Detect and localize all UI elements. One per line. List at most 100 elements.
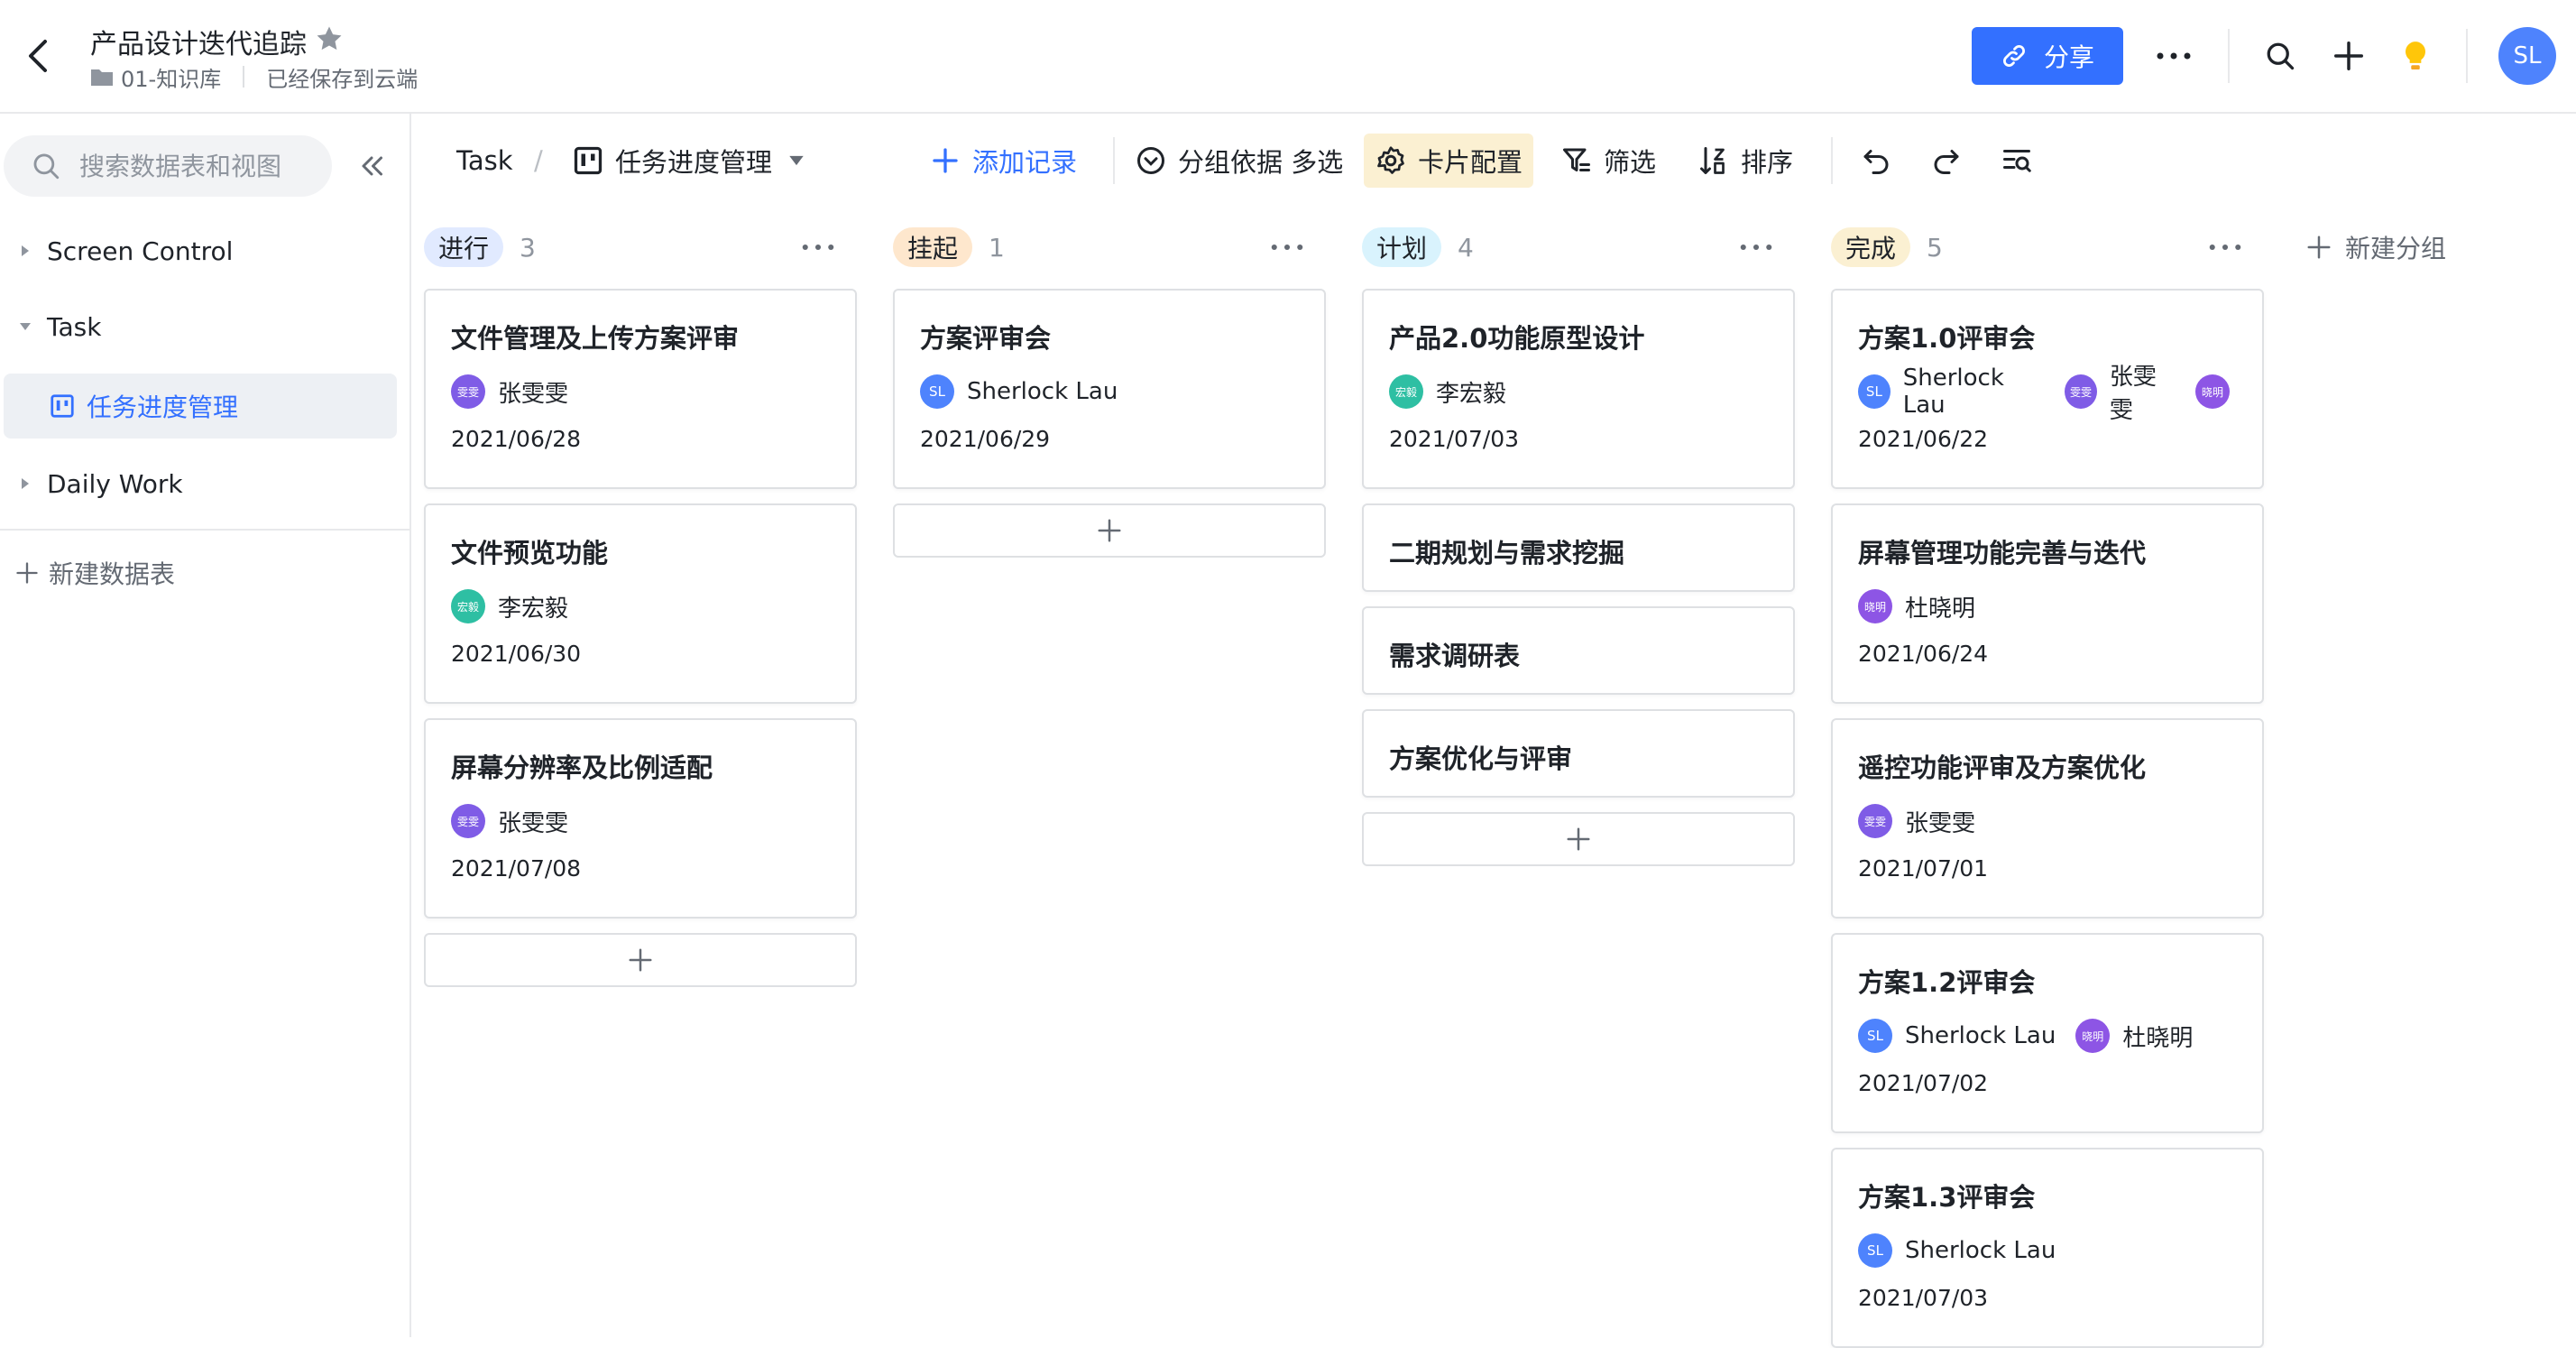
assignee-name: 张雯雯 <box>498 809 569 837</box>
assignee: 宏毅李宏毅 <box>1389 374 1506 409</box>
assignee-name: 杜晓明 <box>1905 595 1976 623</box>
folder-name[interactable]: 01-知识库 <box>121 66 222 92</box>
top-header: 产品设计迭代追踪 01-知识库 已经保存到云端 分享 SL <box>0 0 2576 114</box>
folder-icon <box>90 67 114 87</box>
gear-icon <box>1377 146 1404 174</box>
task-card[interactable]: 文件预览功能 宏毅李宏毅 2021/06/30 <box>424 503 857 704</box>
card-title: 方案1.2评审会 <box>1858 967 2036 998</box>
star-icon[interactable] <box>314 23 345 54</box>
sidebar-item-label: Screen Control <box>47 235 234 266</box>
avatar: SL <box>1858 374 1891 409</box>
column-header: 计划 4 <box>1351 209 1786 285</box>
task-card[interactable]: 产品2.0功能原型设计 宏毅李宏毅 2021/07/03 <box>1362 289 1795 489</box>
assignee: 雯雯张雯雯 <box>1858 804 1975 838</box>
avatar: 雯雯 <box>451 374 485 409</box>
more-icon[interactable] <box>796 233 841 262</box>
caret-down-icon <box>16 322 34 331</box>
divider <box>2466 29 2468 83</box>
status-tag[interactable]: 进行 <box>424 227 504 267</box>
add-card-button[interactable] <box>1362 812 1795 866</box>
new-group-label: 新建分组 <box>2345 234 2447 263</box>
view-label: 任务进度管理 <box>615 147 773 178</box>
sidebar-item-label: 任务进度管理 <box>87 392 239 422</box>
avatar: 晓明 <box>2075 1019 2111 1053</box>
caret-right-icon <box>16 245 34 257</box>
sort-icon <box>1700 147 1725 174</box>
card-assignees: 雯雯张雯雯 <box>1858 803 1995 839</box>
card-config-label: 卡片配置 <box>1418 147 1523 178</box>
avatar: 雯雯 <box>2065 374 2097 409</box>
group-chevron-icon <box>1137 147 1164 174</box>
assignee: 晓明杜晓明 <box>1858 589 1975 623</box>
status-tag[interactable]: 挂起 <box>893 227 973 267</box>
status-tag[interactable]: 完成 <box>1831 227 1911 267</box>
divider <box>1113 137 1115 184</box>
avatar: 雯雯 <box>451 804 485 838</box>
sort-button[interactable]: 排序 <box>1697 134 1793 188</box>
assignee-name: 张雯雯 <box>1905 809 1976 837</box>
avatar: SL <box>920 374 954 409</box>
column-count: 1 <box>989 232 1005 263</box>
user-avatar[interactable]: SL <box>2498 27 2556 85</box>
task-card[interactable]: 文件管理及上传方案评审 雯雯张雯雯 2021/06/28 <box>424 289 857 489</box>
assignee: 雯雯张雯雯 <box>451 804 568 838</box>
task-card[interactable]: 屏幕管理功能完善与迭代 晓明杜晓明 2021/06/24 <box>1831 503 2264 704</box>
sidebar-item-screen-control[interactable]: Screen Control <box>0 224 397 278</box>
new-table-button[interactable]: 新建数据表 <box>14 550 175 596</box>
add-record-button[interactable]: 添加记录 <box>929 134 1077 188</box>
sidebar-item-task[interactable]: Task <box>0 300 397 354</box>
share-button[interactable]: 分享 <box>1972 27 2123 85</box>
more-icon[interactable] <box>1734 233 1779 262</box>
sidebar-item-task-progress[interactable]: 任务进度管理 <box>4 374 397 439</box>
task-card[interactable]: 二期规划与需求挖掘 <box>1362 503 1795 592</box>
card-date: 2021/06/28 <box>451 426 582 452</box>
back-arrow-icon[interactable] <box>23 38 54 74</box>
save-status: 已经保存到云端 <box>266 66 419 92</box>
more-icon[interactable] <box>2152 34 2195 78</box>
collapse-sidebar-icon[interactable] <box>355 150 388 182</box>
more-icon[interactable] <box>2203 233 2248 262</box>
document-title[interactable]: 产品设计迭代追踪 <box>90 29 307 60</box>
filter-button[interactable]: 筛选 <box>1560 134 1656 188</box>
sort-label: 排序 <box>1741 147 1794 178</box>
lightbulb-icon[interactable] <box>2394 34 2437 78</box>
assignee-name: 张雯雯 <box>2109 364 2157 424</box>
view-switcher[interactable]: 任务进度管理 <box>572 134 805 188</box>
new-table-label: 新建数据表 <box>49 559 176 589</box>
search-records-icon[interactable] <box>1995 139 2038 182</box>
search-input[interactable] <box>79 151 314 181</box>
assignee-name: Sherlock Lau <box>1905 1022 2056 1049</box>
redo-icon[interactable] <box>1925 139 1968 182</box>
status-tag[interactable]: 计划 <box>1362 227 1442 267</box>
table-name[interactable]: Task <box>456 134 513 188</box>
sidebar-search[interactable] <box>4 135 332 197</box>
add-card-button[interactable] <box>893 503 1326 558</box>
card-config-button[interactable]: 卡片配置 <box>1364 134 1534 188</box>
new-group-button[interactable]: 新建分组 <box>2305 227 2446 267</box>
add-card-button[interactable] <box>424 933 857 987</box>
card-assignees: 晓明杜晓明 <box>1858 588 1995 624</box>
sidebar-item-daily-work[interactable]: Daily Work <box>0 457 397 511</box>
card-date: 2021/07/03 <box>1389 426 1520 452</box>
search-icon[interactable] <box>2259 34 2302 78</box>
assignee-name: Sherlock Lau <box>1905 1237 2056 1264</box>
group-by-button[interactable]: 分组依据 多选 <box>1135 134 1343 188</box>
task-card[interactable]: 需求调研表 <box>1362 606 1795 695</box>
task-card[interactable]: 遥控功能评审及方案优化 雯雯张雯雯 2021/07/01 <box>1831 718 2264 919</box>
undo-icon[interactable] <box>1854 139 1898 182</box>
task-card[interactable]: 方案优化与评审 <box>1362 709 1795 798</box>
plus-icon[interactable] <box>2327 34 2370 78</box>
more-icon[interactable] <box>1265 233 1310 262</box>
task-card[interactable]: 屏幕分辨率及比例适配 雯雯张雯雯 2021/07/08 <box>424 718 857 919</box>
divider <box>0 529 411 531</box>
assignee-name: 张雯雯 <box>498 380 569 408</box>
